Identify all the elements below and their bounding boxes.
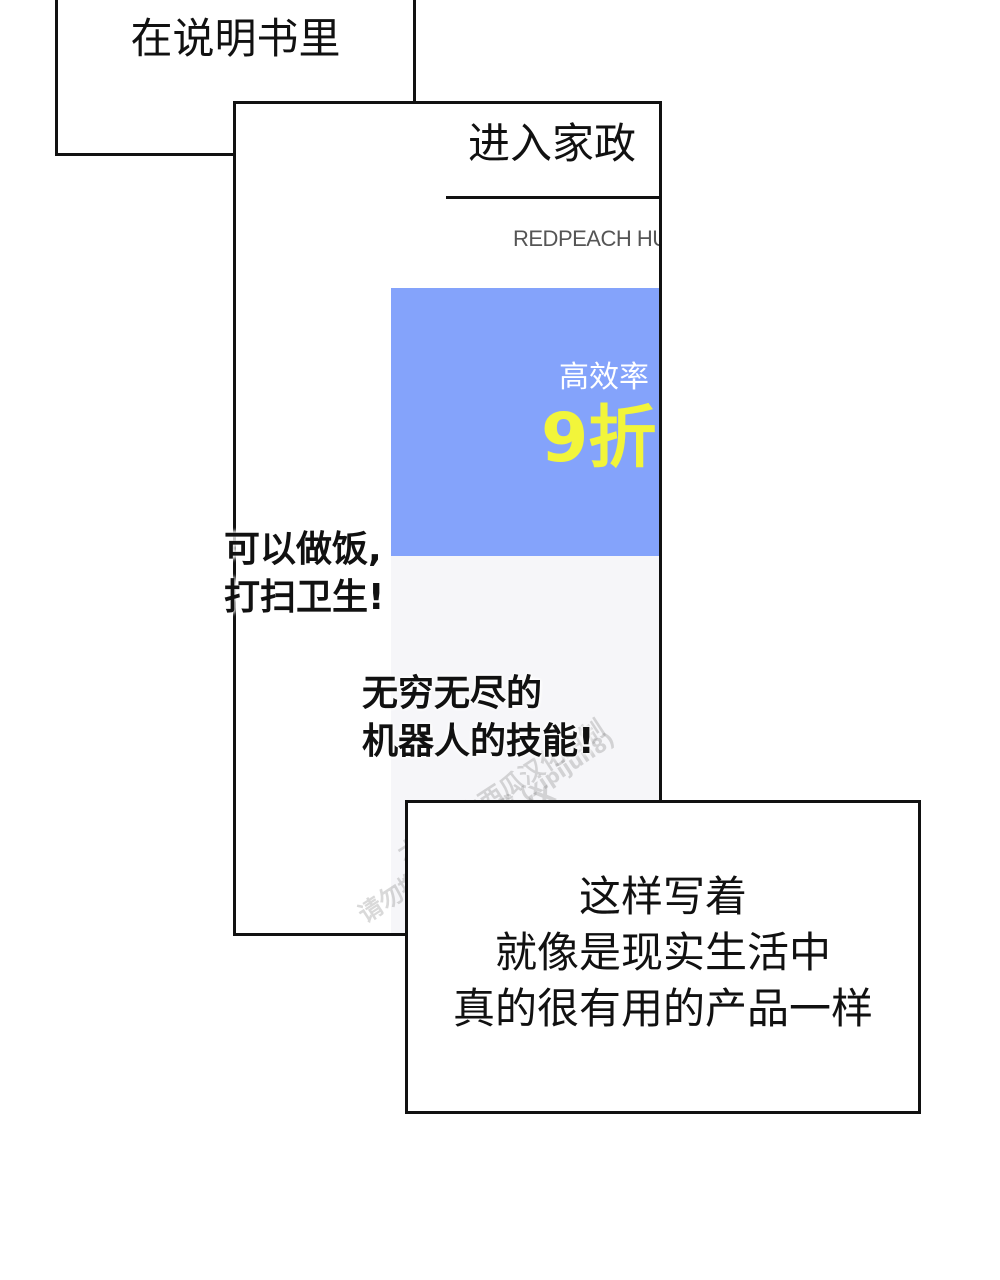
caption-a-line2: 打扫卫生! <box>224 577 385 618</box>
narration-bottom-line2: 就像是现实生活中 <box>494 928 831 977</box>
narration-text-bottom: 这样写着 就像是现实生活中 真的很有用的产品一样 <box>408 869 918 1037</box>
caption-b-line1: 无穷无尽的 <box>362 673 543 714</box>
narration-bottom-line1: 这样写着 <box>578 872 747 921</box>
narration-bottom-line3: 真的很有用的产品一样 <box>452 984 873 1033</box>
manual-brand: REDPEACH HU <box>513 226 659 251</box>
narration-box-bottom: 这样写着 就像是现实生活中 真的很有用的产品一样 <box>405 800 921 1114</box>
handwritten-caption-b: 无穷无尽的 机器人的技能! <box>362 670 594 766</box>
manual-title: 进入家政 <box>468 119 637 168</box>
handwritten-caption-a: 可以做饭, 打扫卫生! <box>224 526 384 622</box>
promo-banner: 高效率 9折 <box>391 288 659 556</box>
narration-text-top: 在说明书里 <box>130 14 341 63</box>
manual-divider <box>446 196 659 199</box>
caption-b-line2: 机器人的技能! <box>362 721 595 762</box>
promo-subtitle: 高效率 <box>559 360 649 395</box>
promo-discount: 9折 <box>541 399 657 478</box>
caption-a-line1: 可以做饭, <box>224 529 382 570</box>
